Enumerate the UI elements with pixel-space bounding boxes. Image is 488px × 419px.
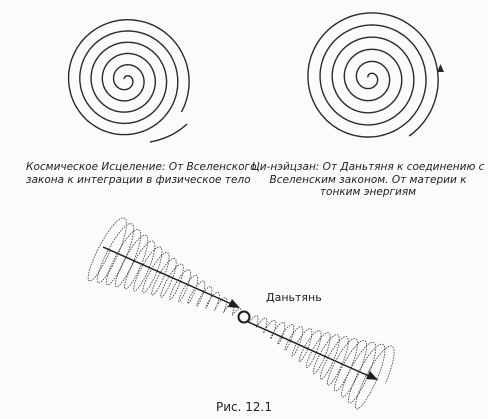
right-spiral-caption: Ци-нэйцзан: От Даньтяня к соединению с В…	[250, 161, 486, 199]
right-caption-line: Ци-нэйцзан: От Даньтяня к соединению с	[251, 161, 485, 173]
right-caption-line: тонким энергиям	[319, 186, 417, 198]
left-caption-line: Космическое Исцеление: От Вселенского	[26, 161, 257, 173]
upper-energy-arrow-line	[102, 246, 237, 307]
upper-energy-arrowhead	[228, 299, 240, 308]
right-caption-line: Вселенским законом. От материи к	[269, 173, 467, 186]
dantian-center-circle	[237, 310, 251, 324]
left-spiral-path	[67, 18, 190, 136]
lower-energy-arrowhead	[366, 371, 378, 380]
energy-coil	[87, 217, 395, 410]
dantian-label: Даньтянь	[266, 291, 322, 304]
right-spiral-arrowhead	[437, 64, 444, 72]
left-spiral-tail-curve	[149, 123, 188, 143]
figure-title: Рис. 12.1	[216, 400, 272, 414]
right-spiral	[307, 12, 444, 138]
lower-energy-arrow-line	[245, 320, 372, 378]
right-spiral-path	[307, 12, 439, 138]
left-spiral-caption: Космическое Исцеление: От Вселенского за…	[26, 161, 257, 186]
left-spiral	[67, 18, 190, 143]
left-caption-line: закона к интеграции в физическое тело	[26, 173, 251, 186]
